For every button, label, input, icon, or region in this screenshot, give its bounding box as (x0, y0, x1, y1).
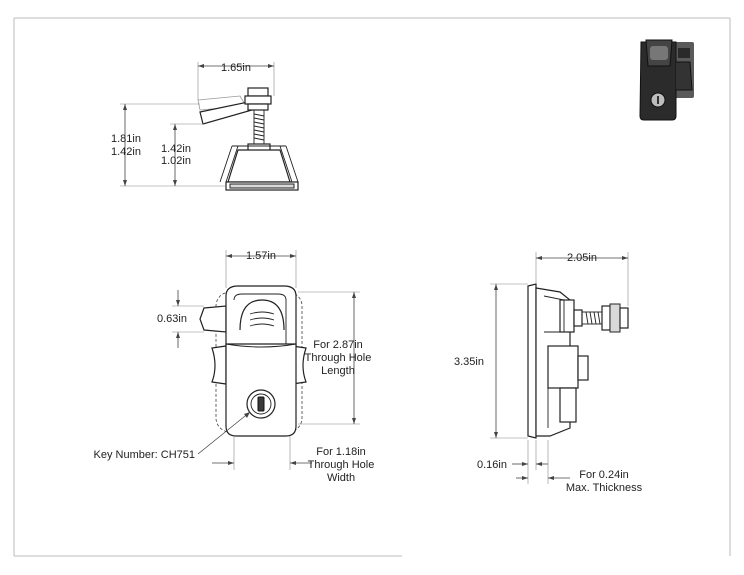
front-view-dimensions (172, 250, 360, 470)
key-number-label: Key Number: CH751 (94, 449, 196, 461)
side-view-dimensions (490, 252, 629, 484)
latch-product-image (639, 39, 694, 121)
top-view-drawing (197, 87, 299, 191)
front-view-width-label: 1.57in (246, 250, 276, 262)
side-view-depth-label: 2.05in (567, 252, 597, 264)
top-view-dimensions (120, 62, 275, 187)
max-thickness-line-2: Max. Thickness (566, 482, 643, 494)
through-hole-length-line-1: For 2.87in (313, 339, 363, 351)
top-view-outer-height-label-1: 1.81in (111, 133, 141, 145)
through-hole-length-line-3: Length (321, 365, 355, 377)
side-view-drawing (527, 283, 629, 439)
through-hole-width-line-3: Width (327, 472, 355, 484)
side-view-height-label: 3.35in (454, 356, 484, 368)
through-hole-length-line-2: Through Hole (305, 352, 372, 364)
top-view-inner-height-label-1: 1.42in (161, 143, 191, 155)
top-view-outer-height-label-2: 1.42in (111, 146, 141, 158)
top-view-inner-height-label-2: 1.02in (161, 155, 191, 167)
side-view-flange-label: 0.16in (477, 459, 507, 471)
front-view-offset-label: 0.63in (157, 313, 187, 325)
through-hole-width-line-1: For 1.18in (316, 446, 366, 458)
max-thickness-line-1: For 0.24in (579, 469, 629, 481)
through-hole-width-line-2: Through Hole (308, 459, 375, 471)
sheet-border (13, 17, 731, 557)
front-view-drawing (199, 285, 307, 437)
top-view-width-label: 1.65in (221, 62, 251, 74)
